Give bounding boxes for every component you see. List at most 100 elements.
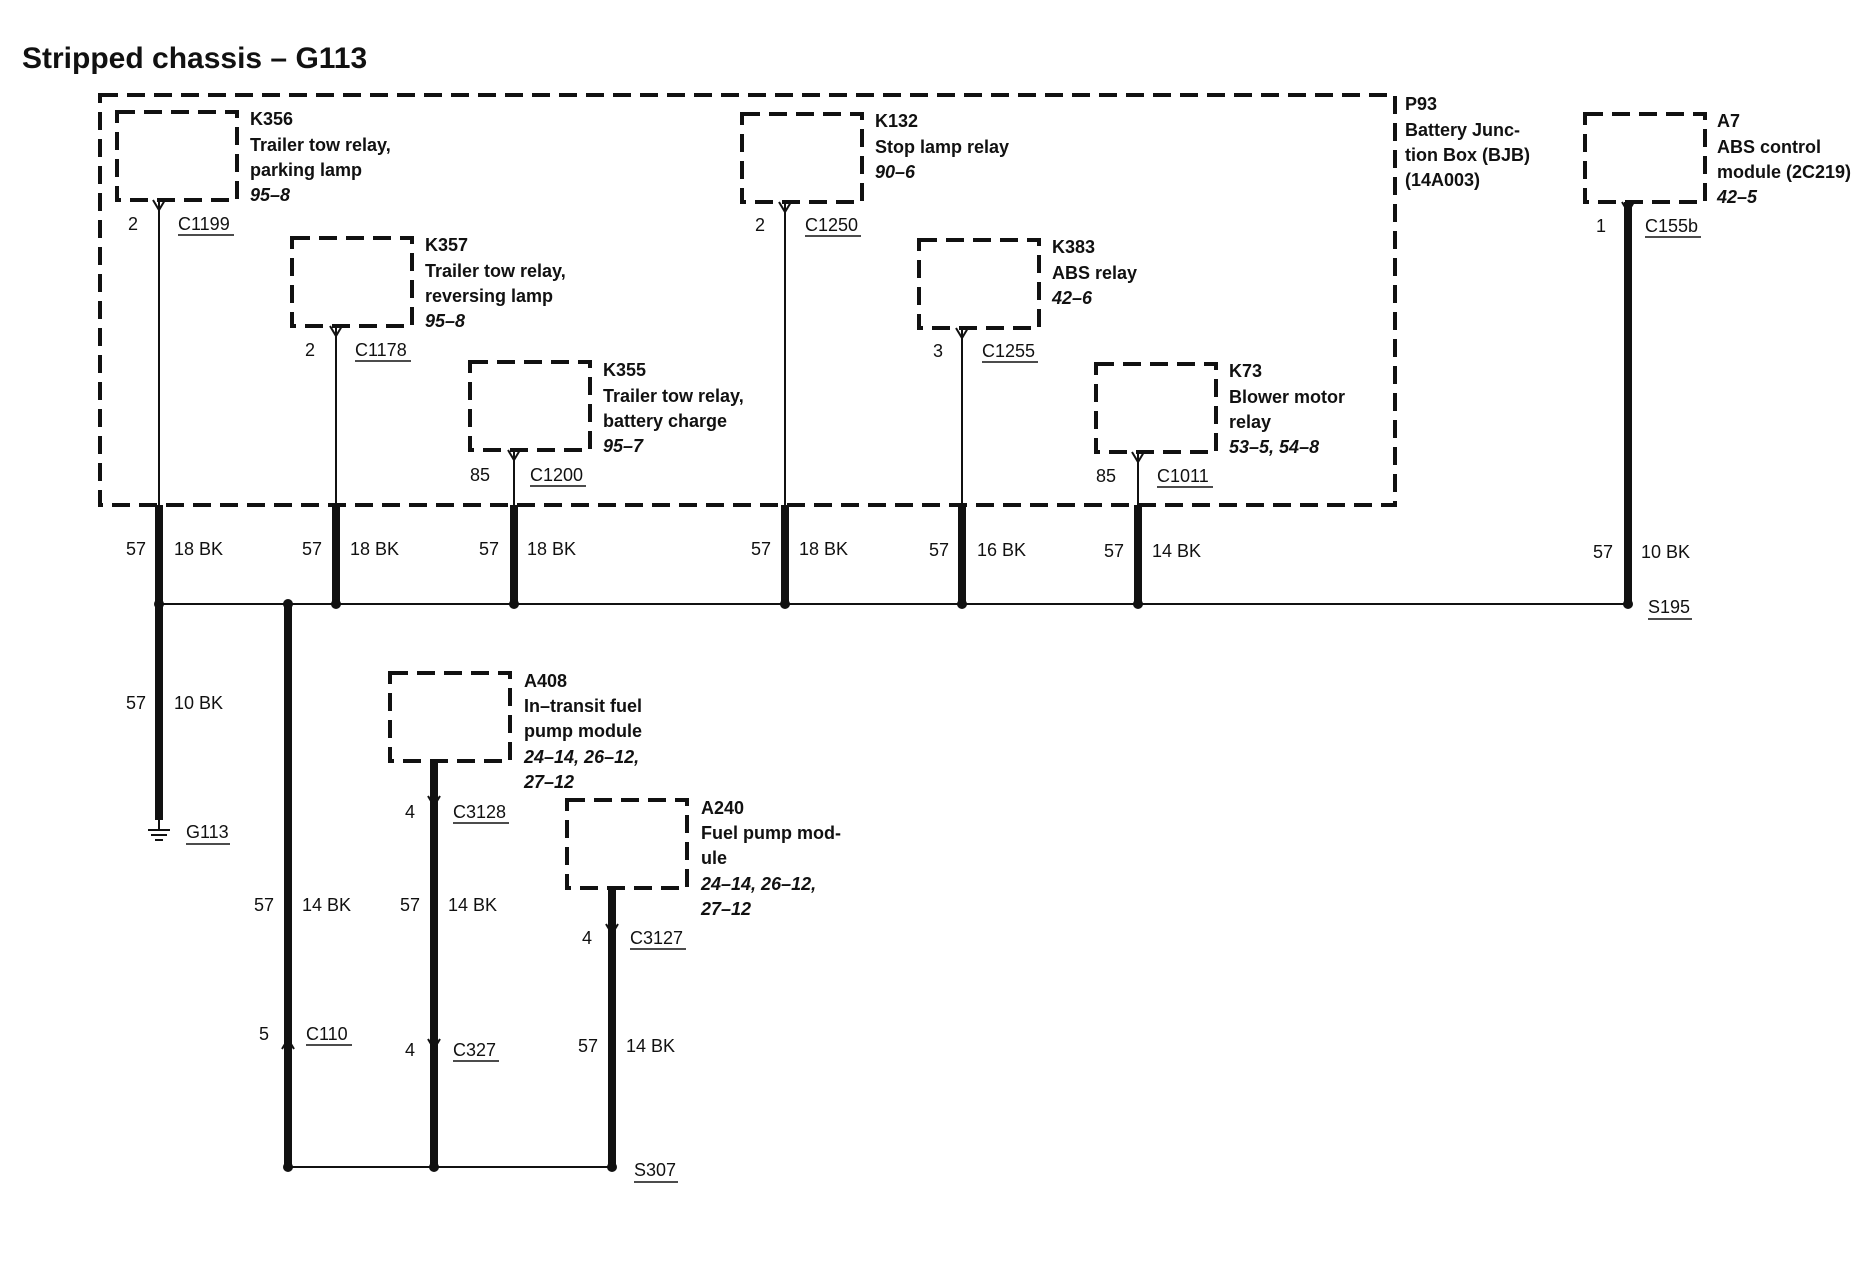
k355-desc-1: Trailer tow relay,: [603, 386, 744, 406]
wire-k383: 57 16 BK: [929, 328, 1026, 604]
c110-wire-circuit: 57: [254, 895, 274, 915]
a7-box: [1583, 112, 1707, 204]
wire-a7: 57 10 BK: [1593, 202, 1690, 604]
component-k356: K356 Trailer tow relay, parking lamp 95–…: [115, 109, 391, 236]
k357-id: K357: [425, 235, 468, 255]
k356-wire-gauge: 18 BK: [174, 539, 223, 559]
k357-box: [290, 236, 414, 328]
a408-connector-id: C3128: [453, 802, 506, 822]
c110-connector-id: C110: [306, 1024, 348, 1044]
k355-box: [468, 360, 592, 452]
a408-desc-2: pump module: [524, 721, 642, 741]
ground-g113-label: G113: [186, 822, 229, 842]
a240-desc-1: Fuel pump mod-: [701, 823, 841, 843]
s195-junction-dot: [1133, 599, 1143, 609]
k132-wire-gauge: 18 BK: [799, 539, 848, 559]
a7-desc-2: module (2C219): [1717, 162, 1851, 182]
k73-connector-id: C1011: [1157, 466, 1209, 486]
a408-id: A408: [524, 671, 567, 691]
k383-id: K383: [1052, 237, 1095, 257]
k73-box: [1094, 362, 1218, 454]
a7-wire-circuit: 57: [1593, 542, 1613, 562]
k73-wire-circuit: 57: [1104, 541, 1124, 561]
splice-s195-label: S195: [1648, 597, 1690, 617]
k132-connector-id: C1250: [805, 215, 858, 235]
component-k357: K357 Trailer tow relay, reversing lamp 9…: [290, 235, 566, 362]
k383-box: [917, 238, 1041, 330]
s195-junction-dot: [509, 599, 519, 609]
wire-a240: 57 14 BK: [578, 888, 675, 1167]
a408-box: [388, 671, 512, 763]
k383-connector-id: C1255: [982, 341, 1035, 361]
k356-wire-circuit: 57: [126, 539, 146, 559]
k132-box: [740, 112, 864, 204]
diagram-title: Stripped chassis – G113: [22, 42, 367, 75]
k356-connector-id: C1199: [178, 214, 230, 234]
s195-junction-dot: [331, 599, 341, 609]
splice-s307-label: S307: [634, 1160, 676, 1180]
k357-desc-1: Trailer tow relay,: [425, 261, 566, 281]
k357-desc-2: reversing lamp: [425, 286, 553, 306]
c110-connector-symbol: [281, 1037, 295, 1050]
k132-id: K132: [875, 111, 918, 131]
wire-c110: 57 14 BK 5 C110: [254, 604, 352, 1167]
a240-box: [565, 798, 689, 890]
a408-wire-gauge: 14 BK: [448, 895, 497, 915]
s195-junction-dot: [957, 599, 967, 609]
k383-desc-1: ABS relay: [1052, 263, 1137, 283]
s307-junction-dot: [607, 1162, 617, 1172]
s307-junction-dot: [283, 1162, 293, 1172]
a240-ref-2: 27–12: [700, 899, 751, 919]
k383-wire-circuit: 57: [929, 540, 949, 560]
c110-wire-gauge: 14 BK: [302, 895, 351, 915]
bjb-id: P93: [1405, 94, 1437, 114]
a408-wire-circuit: 57: [400, 895, 420, 915]
wire-k132: 57 18 BK: [751, 202, 848, 604]
k357-wire-circuit: 57: [302, 539, 322, 559]
component-a240: A240 Fuel pump mod- ule 24–14, 26–12, 27…: [565, 798, 841, 950]
k355-wire-circuit: 57: [479, 539, 499, 559]
s195-junction-dot: [1623, 599, 1633, 609]
k73-desc-2: relay: [1229, 412, 1271, 432]
a408-pin: 4: [405, 802, 415, 822]
wire-a408: 57 14 BK 4 C327: [400, 761, 499, 1167]
s195-junction-dot: [780, 599, 790, 609]
k73-ref: 53–5, 54–8: [1229, 437, 1319, 457]
k357-wire-gauge: 18 BK: [350, 539, 399, 559]
component-k73: K73 Blower motor relay 53–5, 54–8 85 C10…: [1094, 361, 1345, 488]
c327-connector-id: C327: [453, 1040, 496, 1060]
k355-ref: 95–7: [603, 436, 644, 456]
k355-connector-id: C1200: [530, 465, 583, 485]
k355-pin: 85: [470, 465, 490, 485]
a240-id: A240: [701, 798, 744, 818]
bjb-name-line-2: tion Box (BJB): [1405, 145, 1530, 165]
k357-pin: 2: [305, 340, 315, 360]
wire-ground: 57 10 BK G113: [126, 604, 230, 845]
k356-id: K356: [250, 109, 293, 129]
a7-pin: 1: [1596, 216, 1606, 236]
k132-desc-1: Stop lamp relay: [875, 137, 1009, 157]
k383-pin: 3: [933, 341, 943, 361]
component-k132: K132 Stop lamp relay 90–6 2 C1250: [740, 111, 1009, 237]
a240-ref-1: 24–14, 26–12,: [700, 874, 816, 894]
k355-wire-gauge: 18 BK: [527, 539, 576, 559]
s307-junction-dot: [429, 1162, 439, 1172]
k383-wire-gauge: 16 BK: [977, 540, 1026, 560]
a7-wire-gauge: 10 BK: [1641, 542, 1690, 562]
a240-wire-circuit: 57: [578, 1036, 598, 1056]
a7-desc-1: ABS control: [1717, 137, 1821, 157]
wire-k357: 57 18 BK: [302, 326, 399, 604]
a240-wire-gauge: 14 BK: [626, 1036, 675, 1056]
wire-k73: 57 14 BK: [1104, 452, 1201, 604]
k357-connector-id: C1178: [355, 340, 407, 360]
k73-wire-gauge: 14 BK: [1152, 541, 1201, 561]
a240-desc-2: ule: [701, 848, 727, 868]
a7-ref: 42–5: [1716, 187, 1758, 207]
k132-wire-circuit: 57: [751, 539, 771, 559]
bjb-name-line-3: (14A003): [1405, 170, 1480, 190]
k73-desc-1: Blower motor: [1229, 387, 1345, 407]
k73-id: K73: [1229, 361, 1262, 381]
component-a408: A408 In–transit fuel pump module 24–14, …: [388, 671, 642, 824]
k355-desc-2: battery charge: [603, 411, 727, 431]
